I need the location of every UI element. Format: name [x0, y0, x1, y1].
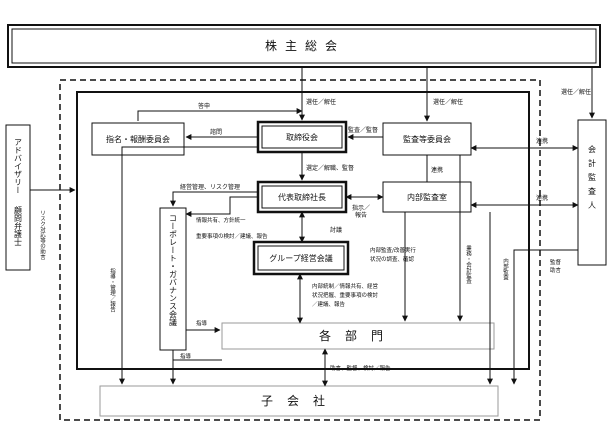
support-label: 助言、監督、検討／報告 — [330, 364, 391, 372]
elect-dismiss-1: 選任／解任 — [306, 98, 336, 106]
board-label: 取締役会 — [286, 132, 318, 142]
arrow-mgmt-risk — [170, 191, 258, 207]
shareholders-box-inner — [11, 28, 597, 64]
nomination-box — [91, 122, 185, 156]
audit-supervise-label: 監査／監督 — [348, 126, 378, 134]
consult-label: 答申 — [198, 102, 210, 110]
company-inner-frame — [76, 91, 530, 370]
nomination-label: 指名・報酬委員会 — [106, 134, 170, 144]
arrow-guidance-mgmt — [119, 146, 258, 385]
audit-execution-label: 内部監査/改善実行 — [370, 246, 416, 254]
instruct-report-line2: 報告 — [355, 211, 367, 219]
audit-execution-label-2: 状況の調査、確認 — [370, 255, 415, 263]
subsidiaries-box — [99, 385, 499, 417]
guidance-2-label: 指導 — [180, 352, 192, 360]
arrow-consult — [137, 108, 303, 121]
group-council-label: グループ経営会議 — [269, 253, 333, 263]
audit-advice-label: 監督 — [550, 258, 562, 266]
coop-3-label: 連携 — [536, 194, 548, 202]
instruct-report-line1: 指示／ — [352, 204, 370, 212]
auditor-label: 会計監査人 — [588, 144, 597, 215]
governance-box — [159, 207, 187, 351]
governance-label: コーポレート・ガバナンス会議 — [169, 214, 178, 326]
internal-control-label: 内部統制／情報共有、経営 — [312, 282, 379, 290]
lawyer-label: 顧問弁護士 — [14, 205, 23, 246]
internal-control-label-2: 状況把握、重要事項の検討 — [312, 291, 379, 299]
audit-committee-label: 監査等委員会 — [403, 134, 451, 144]
advisory-label: アドバイザリー — [14, 138, 23, 194]
president-label: 代表取締社長 — [278, 192, 326, 202]
info-share-label: 情報共有、方針統一 — [196, 216, 246, 224]
elect-dismiss-3: 選任／解任 — [561, 88, 591, 96]
internal-audit-vertical-label: 内部監査 — [502, 257, 509, 281]
arrow-auditor-advice — [511, 249, 578, 385]
coop-1-label: 連携 — [431, 166, 443, 174]
internal-control-label-3: ／建議、報告 — [312, 300, 346, 308]
shareholders-label: 株主総会 — [265, 38, 345, 53]
departments-box — [221, 322, 495, 350]
internal-audit-label: 内部監査室 — [407, 192, 447, 202]
important-matters-label: 重要事項の検討／建議、報告 — [196, 232, 268, 240]
departments-label: 各部門 — [319, 328, 397, 343]
inquiry-label: 諮問 — [210, 128, 222, 136]
select-supervise-label: 選定／解職、監督 — [306, 164, 354, 172]
business-audit-label: 業務・会計監査 — [465, 244, 472, 284]
advisory-box — [5, 124, 31, 271]
group-council-box-inner — [257, 245, 345, 271]
mgmt-risk-label: 経営管理、リスク管理 — [180, 183, 240, 191]
coop-2-label: 連携 — [536, 137, 548, 145]
deliberation-label: 討議 — [330, 226, 342, 234]
elect-dismiss-2: 選任／解任 — [433, 98, 463, 106]
board-box-inner — [261, 125, 343, 149]
president-box-inner — [261, 185, 343, 209]
guidance-mgmt-label: 指導・管理／報告 — [109, 267, 116, 314]
auditor-box — [577, 119, 607, 266]
audit-committee-box — [382, 122, 472, 156]
risk-advice-label: リスク対応等の助言 — [39, 210, 46, 261]
guidance-1-label: 指導 — [196, 319, 208, 327]
audit-advice-label-2: 助言 — [550, 266, 562, 274]
link-governance-president — [185, 196, 258, 217]
subsidiaries-label: 子会社 — [261, 393, 339, 408]
